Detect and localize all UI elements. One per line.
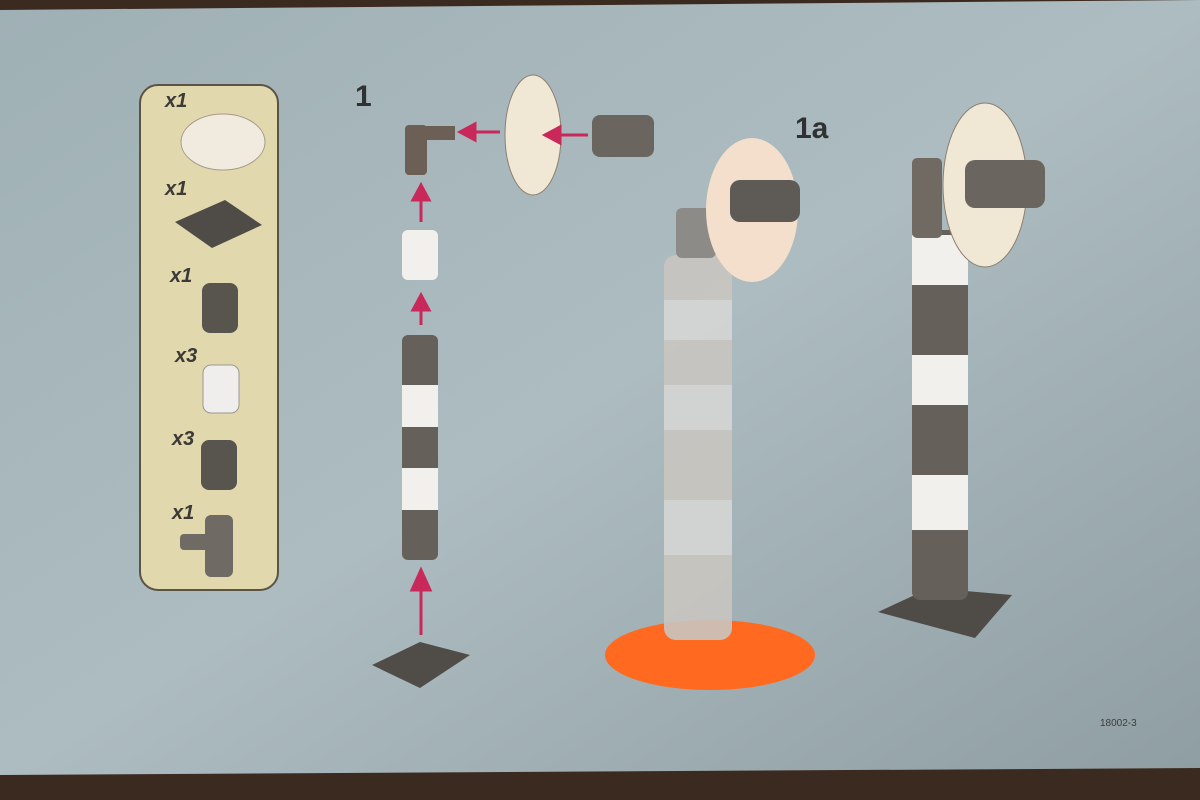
set-code: 18002-3 [1100,718,1137,729]
qty-label: x3 [172,428,195,450]
assembly-arrows [409,121,588,635]
step1-assembly [372,74,654,688]
physical-lego-model [605,138,815,690]
part-dish [180,113,266,171]
step-number: 1a [795,112,829,145]
qty-label: x1 [172,502,195,524]
parts-list-box [139,84,279,591]
qty-label: x1 [170,265,193,287]
part-plate [175,200,262,248]
qty-label: x1 [165,178,188,200]
qty-label: x3 [175,345,198,367]
qty-label: x1 [165,90,188,112]
part-bar-holder [205,515,233,577]
part-dark-round-brick [202,283,238,333]
step1a-diagram [878,102,1045,638]
part-dark-round-brick-2 [201,440,237,490]
step-number: 1 [355,80,372,113]
part-white-round-brick [202,364,240,414]
instruction-sheet [0,0,1200,775]
